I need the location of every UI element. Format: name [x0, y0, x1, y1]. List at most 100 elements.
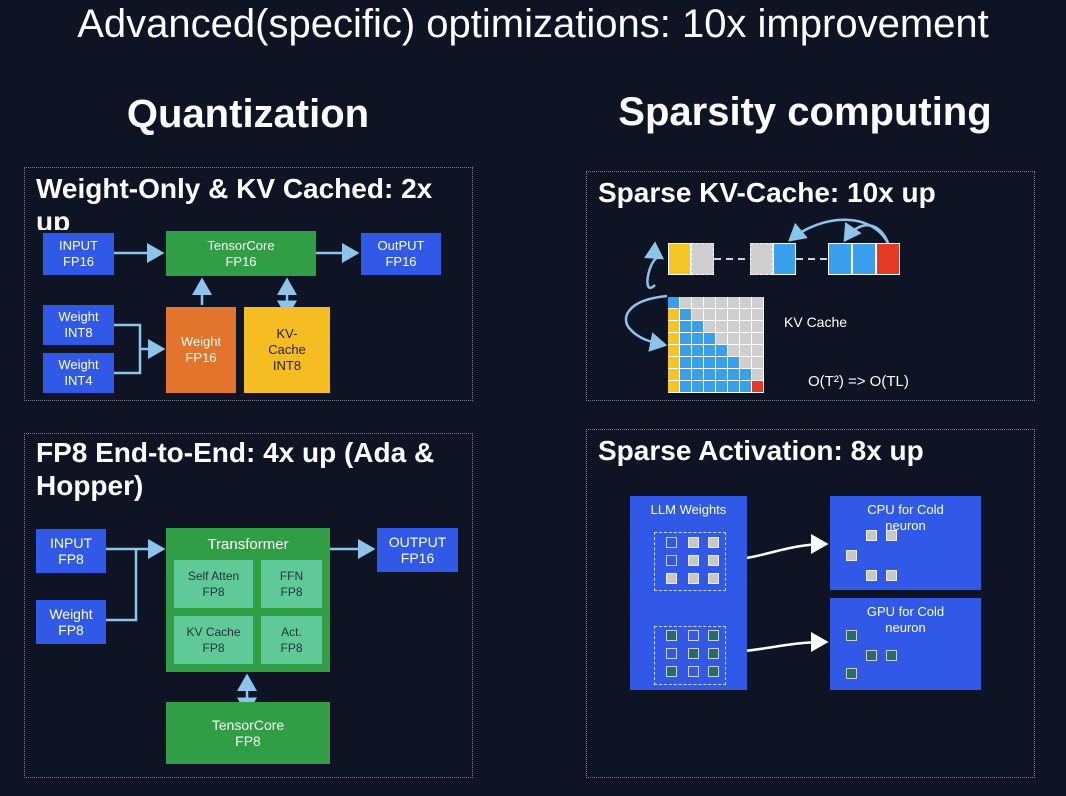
cold-neuron-group-cpu	[654, 532, 726, 591]
kv-matrix-cell	[752, 321, 763, 332]
neuron-square	[666, 648, 677, 659]
weight-only-title: Weight-Only & KV Cached: 2x up	[36, 173, 433, 230]
kv-matrix-cell	[716, 333, 727, 344]
neuron-square	[708, 537, 719, 548]
kv-matrix-cell	[668, 369, 679, 380]
neuron-square	[708, 648, 719, 659]
neuron-square	[688, 555, 699, 566]
kv-matrix-cell	[692, 381, 703, 392]
sparse-activation-title: Sparse Activation: 8x up	[598, 435, 924, 466]
kv-matrix-cell	[740, 309, 751, 320]
weight-only-panel	[24, 167, 473, 401]
act-box: Act. FP8	[261, 616, 322, 664]
kv-matrix-cell	[692, 333, 703, 344]
output-fp16-box: OutPUT FP16	[361, 233, 441, 275]
sparse-activation-panel	[586, 429, 1035, 778]
kv-matrix-cell	[680, 345, 691, 356]
kv-matrix-cell	[752, 357, 763, 368]
kv-curve-arrow-up	[643, 241, 665, 289]
weight-int4-box: Weight INT4	[43, 353, 114, 393]
arrow-int8-to-weight	[114, 323, 166, 359]
kv-matrix-cell	[668, 357, 679, 368]
kv-matrix-cell	[740, 297, 751, 308]
kv-matrix-cell	[692, 321, 703, 332]
kv-matrix-cell	[716, 381, 727, 392]
kv-matrix-cell	[704, 297, 715, 308]
input-fp16-box: INPUT FP16	[43, 233, 114, 275]
kv-arc-2	[788, 218, 890, 244]
weight-fp16-box: Weight FP16	[166, 307, 236, 393]
kv-curve-arrow-left	[624, 294, 668, 352]
self-atten-box: Self Atten FP8	[174, 560, 253, 608]
neuron-square	[846, 630, 857, 641]
neuron-square	[708, 573, 719, 584]
slide-title: Advanced(specific) optimizations: 10x im…	[77, 2, 989, 46]
llm-weights-label: LLM Weights	[650, 502, 727, 517]
kv-matrix-cell	[704, 333, 715, 344]
kv-matrix-cell	[716, 357, 727, 368]
kv-cell-yellow	[668, 243, 691, 275]
kv-matrix-cell	[692, 369, 703, 380]
neuron-square	[666, 666, 677, 677]
kv-matrix-cell	[680, 333, 691, 344]
kv-matrix-cell	[668, 309, 679, 320]
neuron-square	[886, 570, 897, 581]
neuron-square	[846, 668, 857, 679]
kv-matrix-cell	[704, 357, 715, 368]
output-fp16-fp8-box: OUTPUT FP16	[377, 528, 458, 572]
kv-matrix-cell	[752, 345, 763, 356]
kv-matrix-cell	[704, 321, 715, 332]
kv-matrix-cell	[692, 345, 703, 356]
fp8-panel	[24, 433, 473, 778]
transformer-label: Transformer	[207, 536, 289, 553]
kv-cache-fp8-box: KV Cache FP8	[174, 616, 253, 664]
cpu-cold-neuron-box: CPU for Cold neuron	[830, 496, 981, 590]
kv-matrix-cell	[740, 369, 751, 380]
kv-matrix-cell	[680, 321, 691, 332]
neuron-square	[708, 555, 719, 566]
kv-cell-blue-1	[773, 243, 796, 275]
kv-matrix-cell	[740, 345, 751, 356]
kv-matrix-cell	[728, 333, 739, 344]
kv-matrix-cell	[692, 357, 703, 368]
kv-matrix-cell	[752, 333, 763, 344]
kv-matrix-cell	[716, 369, 727, 380]
kv-matrix-cell	[752, 369, 763, 380]
kv-matrix-cell	[668, 345, 679, 356]
kv-matrix-cell	[680, 369, 691, 380]
kv-cell-gray-1	[691, 243, 714, 275]
kv-matrix-cell	[680, 381, 691, 392]
kv-cell-blue-2	[828, 243, 852, 275]
kv-matrix-cell	[668, 321, 679, 332]
kv-cache-int8-box: KV- Cache INT8	[244, 307, 330, 393]
kv-matrix-cell	[704, 369, 715, 380]
kv-matrix-cell	[716, 297, 727, 308]
input-fp8-box: INPUT FP8	[36, 529, 106, 573]
kv-matrix-cell	[728, 345, 739, 356]
kv-matrix-cell	[704, 381, 715, 392]
neuron-square	[708, 630, 719, 641]
neuron-square	[666, 555, 677, 566]
kv-matrix-cell	[668, 297, 679, 308]
kv-matrix-cell	[752, 309, 763, 320]
kv-cell-red	[876, 243, 900, 275]
fp8-title: FP8 End-to-End: 4x up (Ada & Hopper)	[36, 437, 435, 501]
kv-matrix-cell	[716, 345, 727, 356]
kv-matrix-cell	[704, 345, 715, 356]
kv-matrix-cell	[728, 321, 739, 332]
sparse-kv-title: Sparse KV-Cache: 10x up	[598, 177, 936, 208]
quantization-heading: Quantization	[126, 92, 370, 136]
neuron-square	[708, 666, 719, 677]
complexity-label: O(T²) => O(TL)	[808, 373, 909, 390]
neuron-square	[866, 570, 877, 581]
neuron-square	[666, 537, 677, 548]
neuron-square	[866, 530, 877, 541]
kv-matrix-cell	[668, 381, 679, 392]
neuron-square	[666, 630, 677, 641]
neuron-square	[866, 650, 877, 661]
kv-matrix-cell	[728, 369, 739, 380]
kv-matrix-cell	[668, 333, 679, 344]
ffn-box: FFN FP8	[261, 560, 322, 608]
kv-matrix-cell	[680, 309, 691, 320]
kv-matrix-cell	[680, 297, 691, 308]
